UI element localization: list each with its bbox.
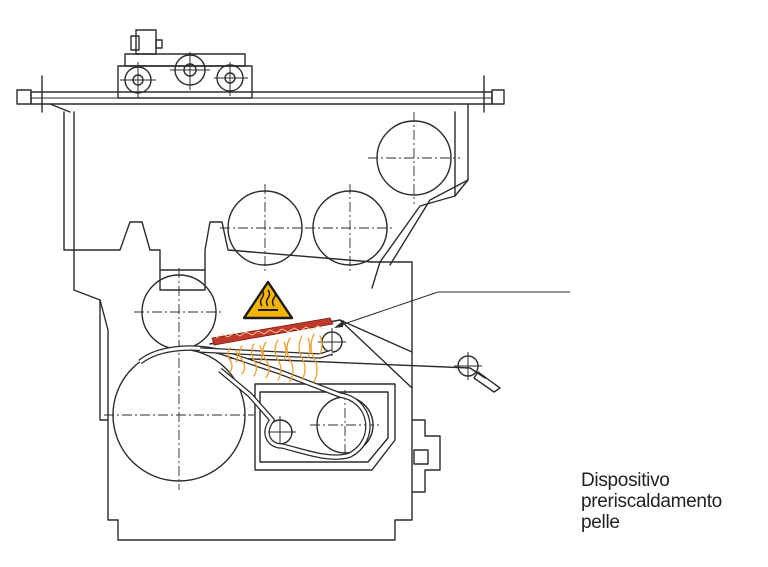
- preheating-device-label: Dispositivo preriscaldamento pelle: [581, 470, 761, 533]
- heat-waves: [227, 333, 323, 383]
- gear-motor-unit: [117, 29, 253, 99]
- preheating-heater: [211, 317, 334, 346]
- rollers: [104, 112, 501, 490]
- label-line-3: pelle: [581, 512, 620, 533]
- callout-leader-line: [334, 291, 570, 328]
- label-line-2: preriscaldamento: [581, 491, 722, 512]
- machine-frame: [63, 103, 486, 541]
- top-beam: [16, 75, 505, 113]
- conveyor-belt: [138, 345, 371, 460]
- label-line-1: Dispositivo: [581, 470, 670, 491]
- hot-surface-warning-icon: [242, 280, 294, 320]
